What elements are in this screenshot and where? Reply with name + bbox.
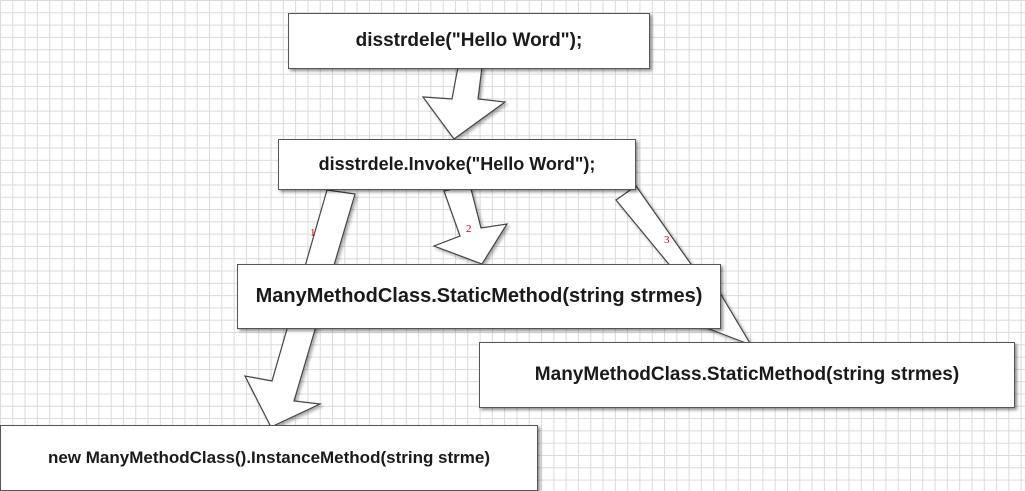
delegate-invoke-box: disstrdele.Invoke("Hello Word"); — [278, 139, 636, 190]
arrow-label-2: 2 — [466, 223, 472, 235]
static-method-box-2: ManyMethodClass.StaticMethod(string strm… — [479, 342, 1015, 408]
static-method-box-1: ManyMethodClass.StaticMethod(string strm… — [237, 264, 721, 329]
delegate-invoke-text: disstrdele.Invoke("Hello Word"); — [318, 154, 596, 174]
delegate-call-box: disstrdele("Hello Word"); — [288, 13, 650, 69]
arrow-label-1: 1 — [310, 227, 316, 239]
arrow-2-invoke-to-static — [432, 184, 509, 265]
delegate-call-text: disstrdele("Hello Word"); — [355, 30, 583, 51]
static-method-text-2: ManyMethodClass.StaticMethod(string strm… — [534, 364, 960, 385]
static-method-text-1: ManyMethodClass.StaticMethod(string strm… — [255, 285, 703, 307]
instance-method-box: new ManyMethodClass().InstanceMethod(str… — [0, 425, 538, 491]
arrow-call-to-invoke — [421, 66, 507, 140]
arrow-label-3: 3 — [664, 234, 670, 246]
instance-method-text: new ManyMethodClass().InstanceMethod(str… — [47, 448, 491, 467]
